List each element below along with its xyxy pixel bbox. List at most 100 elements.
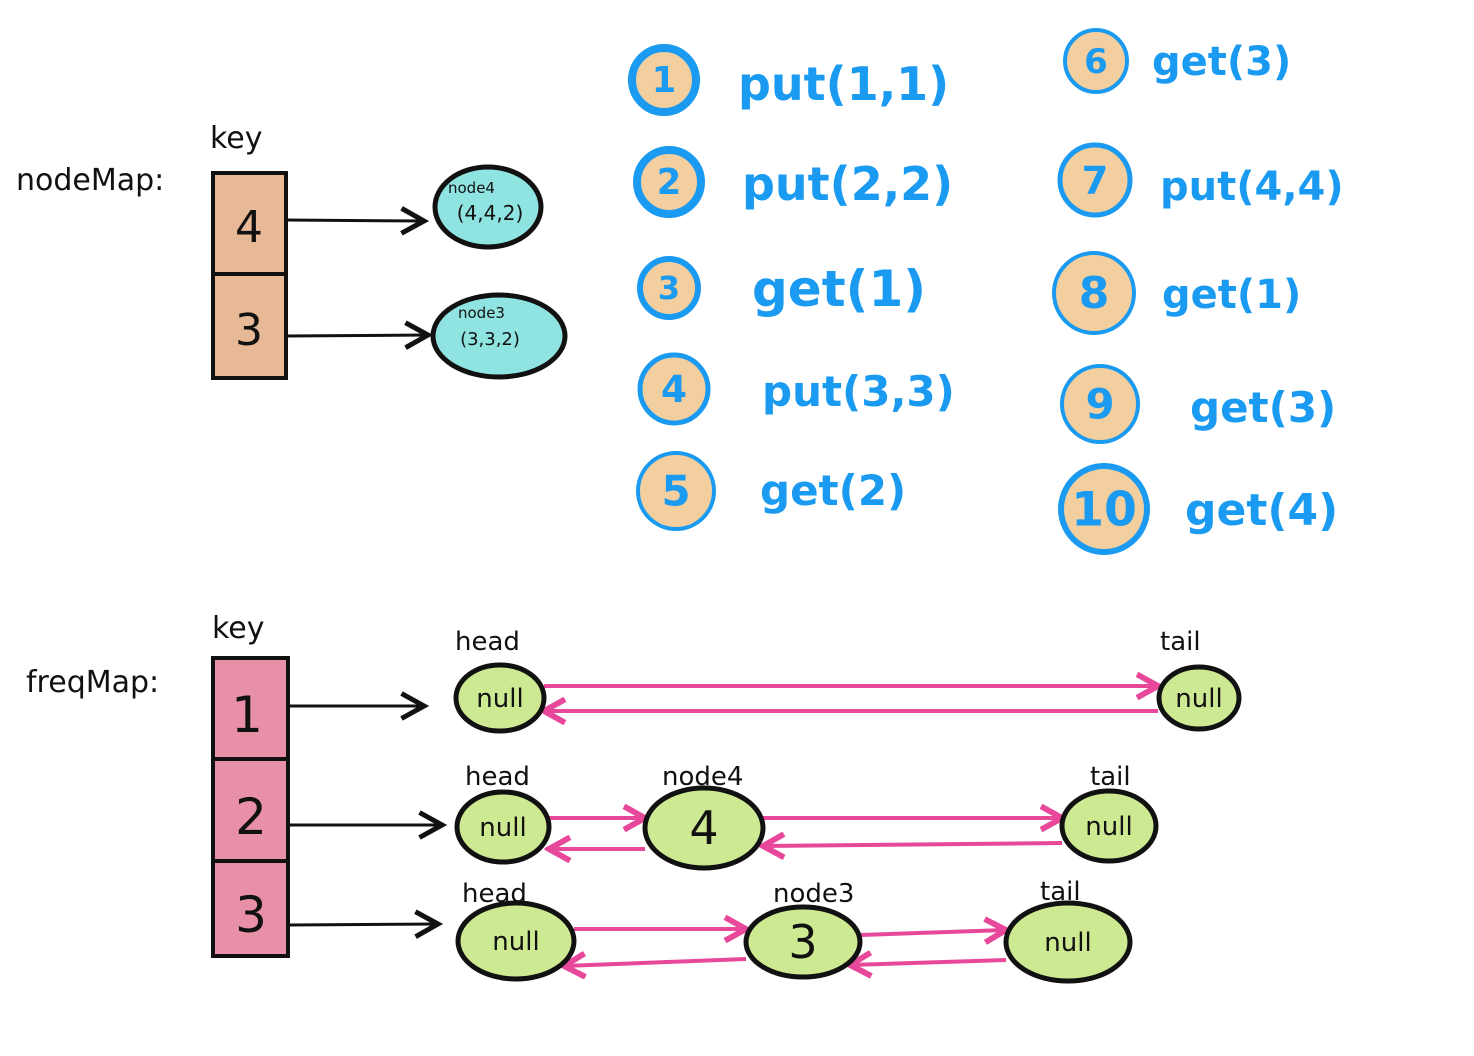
list-link-arrow bbox=[850, 960, 1007, 965]
list-node-ellipse bbox=[743, 904, 863, 980]
operation-text: get(4) bbox=[1185, 485, 1338, 536]
freqmap-label: freqMap: bbox=[26, 665, 159, 700]
node-ellipse bbox=[432, 164, 544, 250]
list-node-label: node3 bbox=[773, 879, 854, 909]
operation-text: get(1) bbox=[752, 260, 926, 318]
nodemap-cell: 3 bbox=[211, 272, 288, 380]
frequency-list: head null tail null bbox=[453, 627, 1242, 734]
freqmap-section: freqMap: key 1 2 3 headnulltailnullheadn… bbox=[26, 611, 1242, 984]
step-number: 1 bbox=[652, 60, 676, 101]
operation-item: 1 put(1,1) bbox=[628, 44, 949, 116]
step-number-badge bbox=[1057, 142, 1133, 218]
freqmap-key-header: key bbox=[212, 611, 265, 646]
operations-list: 1 put(1,1) 2 put(2,2) 3 get(1) 4 put(3,3) 5 get(2… bbox=[628, 28, 1344, 555]
nodemap-arrow bbox=[285, 335, 428, 336]
nodemap-cell-key: 3 bbox=[235, 305, 263, 356]
freqmap-cell: 1 bbox=[211, 656, 290, 761]
list-node-value: null bbox=[1175, 684, 1222, 714]
step-number: 5 bbox=[661, 466, 690, 515]
list-node-ellipse bbox=[1156, 664, 1242, 732]
step-number: 10 bbox=[1071, 482, 1137, 537]
node-value: (4,4,2) bbox=[457, 201, 524, 225]
list-node-value: null bbox=[476, 684, 523, 714]
list-link-arrow bbox=[564, 959, 747, 966]
list-node-ellipse bbox=[1003, 900, 1133, 984]
list-node-label: head bbox=[455, 627, 520, 657]
freqmap-cell-key: 2 bbox=[235, 788, 267, 846]
node-card: node3 (3,3,2) bbox=[430, 292, 568, 380]
step-number-badge bbox=[636, 451, 716, 531]
operation-text: put(3,3) bbox=[762, 367, 955, 416]
list-node-value: null bbox=[479, 813, 526, 843]
step-number-badge bbox=[1052, 251, 1136, 335]
nodemap-cell: 4 bbox=[211, 171, 288, 276]
operation-text: put(4,4) bbox=[1160, 164, 1344, 210]
list-node-ellipse bbox=[453, 662, 547, 734]
operation-item: 9 get(3) bbox=[1060, 364, 1336, 444]
freqmap-arrow bbox=[289, 924, 438, 925]
operation-text: get(1) bbox=[1162, 272, 1301, 318]
frequency-lists: headnulltailnullheadnullnode44tailnullhe… bbox=[453, 627, 1242, 984]
nodemap-arrow bbox=[285, 220, 424, 221]
list-node-value: null bbox=[1085, 812, 1132, 842]
list-link-arrow bbox=[859, 930, 1006, 935]
node-card: node4 (4,4,2) bbox=[432, 164, 544, 250]
operation-item: 4 put(3,3) bbox=[637, 352, 955, 426]
operation-text: get(3) bbox=[1190, 383, 1336, 432]
nodemap-key-header: key bbox=[210, 121, 263, 156]
step-number: 9 bbox=[1085, 379, 1114, 428]
list-node: head null bbox=[453, 627, 547, 734]
step-number-badge bbox=[637, 352, 711, 426]
step-number: 8 bbox=[1079, 268, 1110, 319]
operation-item: 6 get(3) bbox=[1063, 28, 1291, 94]
step-number-badge bbox=[637, 256, 701, 320]
nodemap-cell-key: 4 bbox=[235, 202, 263, 253]
freqmap-cell-box bbox=[211, 859, 290, 958]
list-node-ellipse bbox=[1059, 788, 1159, 864]
operation-text: get(2) bbox=[760, 466, 906, 515]
list-node-label: tail bbox=[1160, 627, 1201, 657]
operation-item: 5 get(2) bbox=[636, 451, 906, 531]
freqmap-cell: 2 bbox=[211, 757, 290, 863]
operation-text: put(2,2) bbox=[742, 157, 953, 211]
nodemap-cell-box bbox=[211, 272, 288, 380]
list-node-ellipse bbox=[454, 789, 552, 865]
list-link-arrow bbox=[763, 843, 1063, 846]
step-number: 4 bbox=[661, 367, 687, 411]
list-node-value: 4 bbox=[689, 801, 718, 855]
list-node: tail null bbox=[1156, 627, 1242, 732]
step-number-badge bbox=[633, 146, 705, 218]
operation-text: get(3) bbox=[1152, 39, 1291, 85]
operation-item: 10 get(4) bbox=[1058, 463, 1338, 555]
list-node-label: tail bbox=[1090, 762, 1131, 792]
list-node-value: null bbox=[492, 927, 539, 957]
freqmap-cell-box bbox=[211, 656, 290, 761]
freqmap-cell-key: 3 bbox=[235, 886, 267, 944]
step-number: 6 bbox=[1084, 42, 1108, 82]
step-number-badge bbox=[1060, 364, 1140, 444]
step-number: 3 bbox=[658, 269, 680, 307]
operation-item: 3 get(1) bbox=[637, 256, 926, 320]
step-number: 2 bbox=[657, 162, 681, 203]
list-node: head null bbox=[454, 762, 552, 865]
operation-text: put(1,1) bbox=[738, 57, 949, 111]
node-name: node4 bbox=[448, 179, 495, 197]
operation-item: 7 put(4,4) bbox=[1057, 142, 1344, 218]
node-value: (3,3,2) bbox=[460, 329, 520, 350]
node-name: node3 bbox=[458, 304, 505, 322]
nodemap-label: nodeMap: bbox=[16, 163, 164, 198]
step-number-badge bbox=[628, 44, 700, 116]
node-ellipse bbox=[430, 292, 568, 380]
list-node-label: head bbox=[465, 762, 530, 792]
list-node: tail null bbox=[1059, 762, 1159, 864]
nodemap-section: nodeMap: key 4 3 node4 (4,4,2) node3 (3,… bbox=[16, 121, 568, 380]
list-node-ellipse bbox=[642, 785, 766, 871]
freqmap-cell: 3 bbox=[211, 859, 290, 958]
step-number: 7 bbox=[1082, 158, 1109, 203]
